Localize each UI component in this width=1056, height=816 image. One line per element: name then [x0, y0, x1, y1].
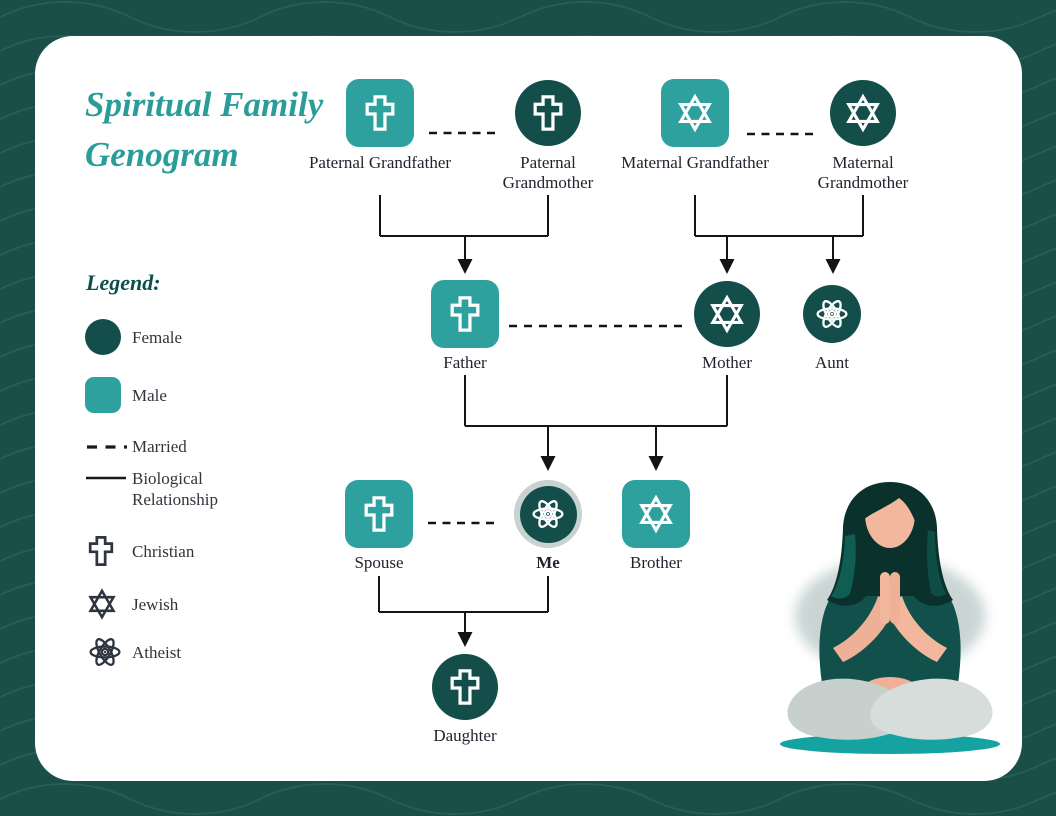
node-mother: [694, 281, 760, 347]
node-label-aunt: Aunt: [815, 353, 849, 372]
node-maternal-grandfather: [661, 79, 729, 147]
legend-item-christian: Christian: [85, 533, 194, 569]
node-brother: [622, 480, 690, 548]
node-daughter: [432, 654, 498, 720]
node-label-maternal-grandmother: Maternal Grandmother: [817, 153, 909, 192]
jewish-star-icon: [85, 587, 119, 621]
cross-icon: [446, 668, 484, 706]
legend-item-female: Female: [85, 319, 182, 355]
node-label-paternal-grandfather: Paternal Grandfather: [308, 153, 452, 172]
atom-icon: [812, 296, 852, 332]
node-label-me: Me: [536, 553, 560, 572]
node-father: [431, 280, 499, 348]
legend-item-atheist: Atheist: [85, 634, 181, 670]
legend-heading: Legend:: [86, 270, 161, 295]
node-label-brother: Brother: [630, 553, 682, 572]
atom-icon: [528, 496, 568, 532]
node-label-paternal-grandmother: Paternal Grandmother: [502, 153, 594, 192]
cross-icon: [360, 495, 398, 533]
male-square-swatch: [85, 377, 121, 413]
node-label-father: Father: [443, 353, 487, 372]
legend-item-married: Married: [85, 436, 187, 457]
star-of-david-icon: [674, 92, 716, 134]
cross-icon: [529, 94, 567, 132]
star-of-david-icon: [842, 92, 884, 134]
legend-item-male: Male: [85, 377, 167, 413]
meditating-woman-illustration: [780, 482, 1000, 754]
cross-icon: [361, 94, 399, 132]
node-paternal-grandmother: [515, 80, 581, 146]
atheist-atom-icon: [85, 634, 125, 670]
legend-label: Jewish: [132, 594, 179, 614]
node-aunt: [803, 285, 861, 343]
biological-solid-line: [86, 476, 126, 480]
legend-label: Female: [132, 327, 183, 347]
node-label-daughter: Daughter: [433, 726, 497, 745]
node-paternal-grandfather: [346, 79, 414, 147]
star-of-david-icon: [635, 493, 677, 535]
legend-item-biological: Biological Relationship: [85, 468, 242, 510]
legend-item-jewish: Jewish: [85, 587, 178, 621]
node-maternal-grandmother: [830, 80, 896, 146]
node-label-spouse: Spouse: [354, 553, 404, 572]
me-highlight-core: [519, 485, 577, 543]
node-label-maternal-grandfather: Maternal Grandfather: [621, 153, 769, 172]
star-of-david-icon: [706, 293, 748, 335]
married-dashed-line: [87, 444, 127, 449]
node-me: [514, 480, 582, 548]
christian-cross-icon: [85, 533, 117, 569]
page-title: Spiritual Family Genogram: [85, 85, 324, 174]
node-label-mother: Mother: [701, 353, 753, 372]
node-spouse: [345, 480, 413, 548]
legend-label: Married: [132, 437, 187, 456]
cross-icon: [446, 295, 484, 333]
legend-label: Male: [132, 385, 167, 405]
female-circle-swatch: [85, 319, 121, 355]
legend-label: Christian: [132, 541, 195, 561]
legend-label: Atheist: [132, 642, 182, 662]
legend-label: Biological Relationship: [132, 469, 218, 509]
